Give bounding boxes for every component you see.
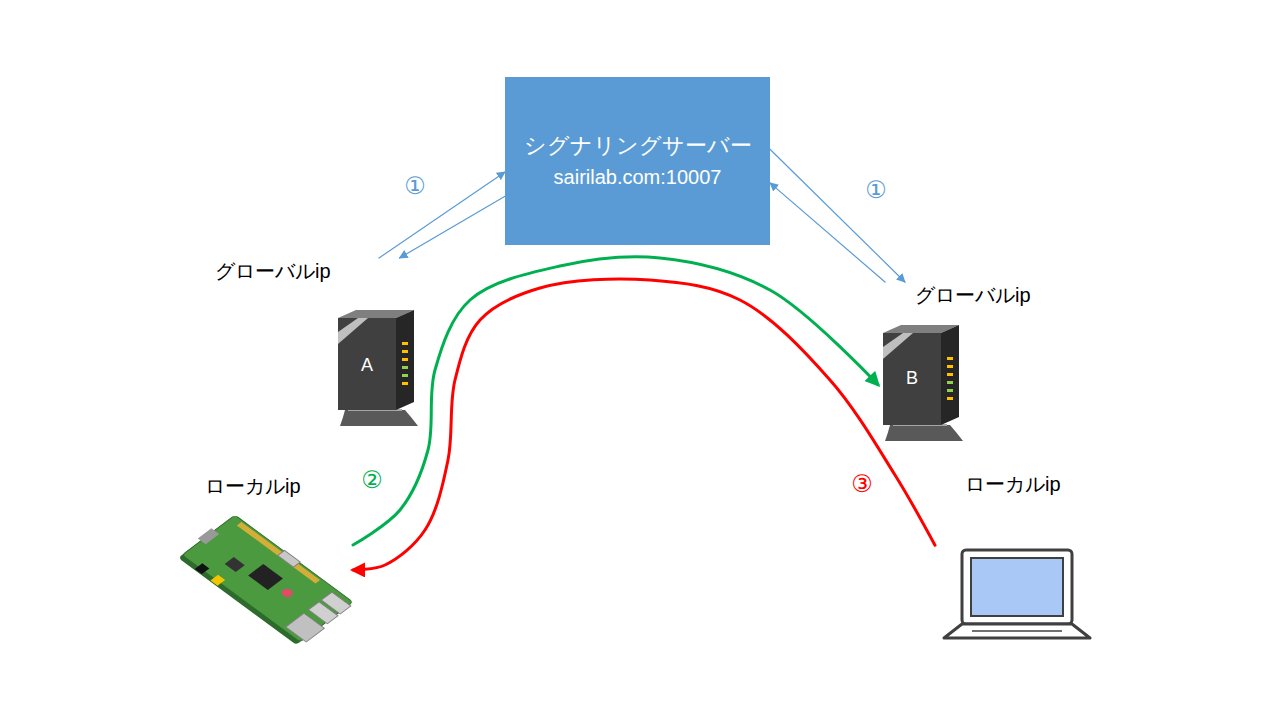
router-illustration-part [340, 410, 418, 426]
laptop-illustration-part [944, 624, 1090, 638]
signaling-arrow [400, 196, 506, 258]
callout-number: ② [359, 467, 385, 493]
callout-number: ① [863, 177, 889, 203]
router-illustration [883, 325, 963, 441]
node-text: シグナリングサーバー [524, 133, 752, 159]
address-label: グローバルip [215, 259, 331, 283]
text-slot: グローバルip [215, 259, 331, 283]
router-illustration [338, 310, 418, 426]
raspberry-pi-illustration-part [321, 592, 350, 614]
laptop-illustration-part [972, 630, 1062, 632]
router-illustration-part [402, 358, 408, 361]
router-illustration-part [402, 374, 408, 377]
raspberry-pi-illustration-part [195, 563, 210, 574]
router-illustration-part [402, 350, 408, 353]
raspberry-pi-illustration-part [278, 550, 301, 567]
raspberry-pi-illustration-part [279, 587, 294, 599]
device-node: ローカルip [935, 470, 1095, 645]
laptop-illustration-part [971, 558, 1063, 616]
raspberry-pi-illustration-part [248, 564, 283, 590]
signaling-arrow [770, 149, 905, 282]
address-label: ローカルip [965, 472, 1061, 496]
raspberry-pi-illustration-part [182, 515, 353, 642]
device-node: ローカルip [178, 472, 353, 647]
text-slot: ローカルip [205, 474, 301, 498]
router-illustration-part [402, 382, 408, 385]
router-illustration-part [338, 318, 396, 410]
raspberry-pi-illustration-part [198, 528, 219, 544]
router-illustration-part [402, 342, 408, 345]
raspberry-pi-illustration-part [237, 522, 320, 583]
laptop-illustration [944, 550, 1090, 638]
raspberry-pi-illustration-part [210, 575, 225, 586]
address-label: グローバルip [915, 283, 1031, 307]
router-illustration-part [338, 318, 368, 344]
text-slot: A [361, 355, 373, 377]
connection-curve [353, 257, 878, 545]
node-text: sairilab.com:10007 [554, 165, 722, 189]
text-slot: グローバルip [915, 283, 1031, 307]
raspberry-pi-illustration-part [225, 557, 245, 572]
router-illustration-part [402, 366, 408, 369]
router-node: グローバルipA [215, 258, 420, 428]
address-label: ローカルip [205, 474, 301, 498]
router-illustration-part [396, 310, 414, 410]
text-slot: B [906, 368, 918, 390]
router-node: グローバルipB [878, 282, 1053, 440]
callout-number: ① [402, 173, 428, 199]
device-letter: A [361, 355, 373, 377]
callout-number: ③ [849, 471, 875, 497]
connection-curve [353, 279, 935, 570]
raspberry-pi-illustration [175, 512, 357, 647]
signaling-arrow [379, 172, 505, 258]
text-slot: ローカルip [965, 472, 1061, 496]
laptop-illustration-part [962, 550, 1072, 624]
device-letter: B [906, 368, 918, 390]
server-box: シグナリングサーバー sairilab.com:10007 [505, 77, 770, 245]
